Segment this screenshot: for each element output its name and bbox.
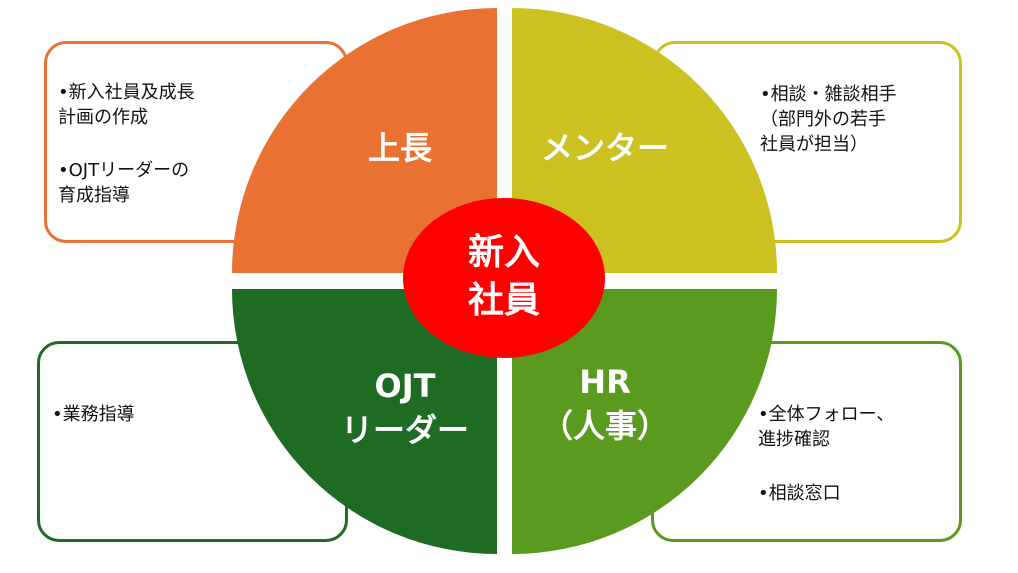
quadrant-supervisor	[232, 8, 497, 273]
center-label-line1: 新入	[467, 232, 540, 273]
quadrant-ojt	[232, 289, 497, 554]
list-item: •相談・雑談相手 （部門外の若手 社員が担当）	[760, 84, 897, 155]
center-circle	[403, 198, 605, 358]
center-label-line2: 社員	[467, 280, 540, 321]
list-item: •全体フォロー、 進捗確認	[758, 404, 895, 450]
quadrant-mentor	[512, 8, 777, 273]
list-item: •業務指導	[52, 404, 135, 425]
supervisor-label: 上長	[367, 129, 432, 167]
ojt-label: OJT リーダー	[340, 367, 469, 449]
mentor-label: メンター	[540, 129, 669, 167]
list-item: •相談窓口	[758, 483, 841, 504]
hr-label: HR （人事）	[540, 363, 669, 445]
list-item: •新入社員及成長 計画の作成	[58, 82, 195, 128]
quadrant-hr	[512, 289, 777, 554]
list-item: •OJTリーダーの 育成指導	[58, 160, 190, 206]
